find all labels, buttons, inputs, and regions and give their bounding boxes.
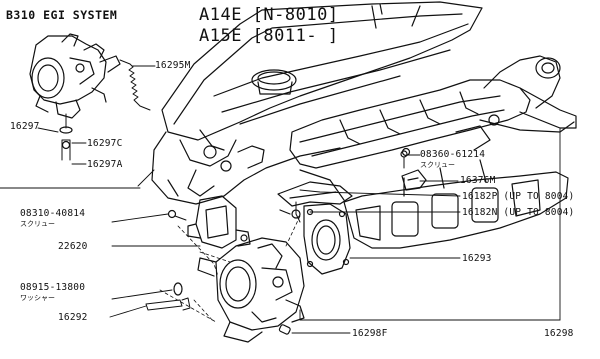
leader-lines-inset xyxy=(0,65,156,189)
label-16297: 16297 xyxy=(10,121,40,132)
inset-throttle-body xyxy=(29,33,121,161)
rocker-cover xyxy=(161,1,483,151)
bracket-16376m xyxy=(400,150,427,191)
label-16182n: 16182N (UP TO 8004) xyxy=(462,207,575,218)
phantom-lines xyxy=(159,215,301,323)
model-line-1: A14E [N-8010] xyxy=(199,5,339,25)
throttle-valve-body xyxy=(187,195,251,249)
system-title: B310 EGI SYSTEM xyxy=(6,8,118,22)
label-16295m: 16295M xyxy=(155,60,191,71)
label-08360-sub: スクリュー xyxy=(420,161,455,169)
screw-16292 xyxy=(145,297,191,311)
engine-block xyxy=(151,131,341,205)
spring-16295m xyxy=(119,59,151,111)
intake-manifold xyxy=(289,55,577,169)
label-08310-40814: 08310-40814 xyxy=(20,208,86,219)
gasket xyxy=(277,181,353,207)
throttle-chamber xyxy=(197,237,305,343)
label-16292: 16292 xyxy=(58,312,88,323)
label-08915-sub: ワッシャー xyxy=(20,294,55,302)
label-16293: 16293 xyxy=(462,253,492,264)
label-16298f: 16298F xyxy=(352,328,388,339)
washer-08915 xyxy=(173,282,183,296)
model-line-2: A15E [8011- ] xyxy=(199,26,339,46)
label-16298: 16298 xyxy=(544,328,574,339)
label-08310-sub: スクリュー xyxy=(20,220,55,228)
throttle-chamber-flange xyxy=(303,203,351,275)
screw-08360 xyxy=(401,147,411,157)
linkage xyxy=(279,201,301,223)
label-16297c: 16297C xyxy=(87,138,123,149)
label-16182p: 16182P (UP TO 8004) xyxy=(462,191,575,202)
plug-16298f xyxy=(278,324,291,335)
screw-08310 xyxy=(167,209,187,221)
label-22620: 22620 xyxy=(58,241,88,252)
label-16297a: 16297A xyxy=(87,159,123,170)
manifold-flange xyxy=(299,159,569,249)
label-08915-13800: 08915-13800 xyxy=(20,282,86,293)
leader-lines-main xyxy=(109,127,561,334)
label-16376m: 16376M xyxy=(460,175,496,186)
label-08360-61214: 08360-61214 xyxy=(420,149,486,160)
